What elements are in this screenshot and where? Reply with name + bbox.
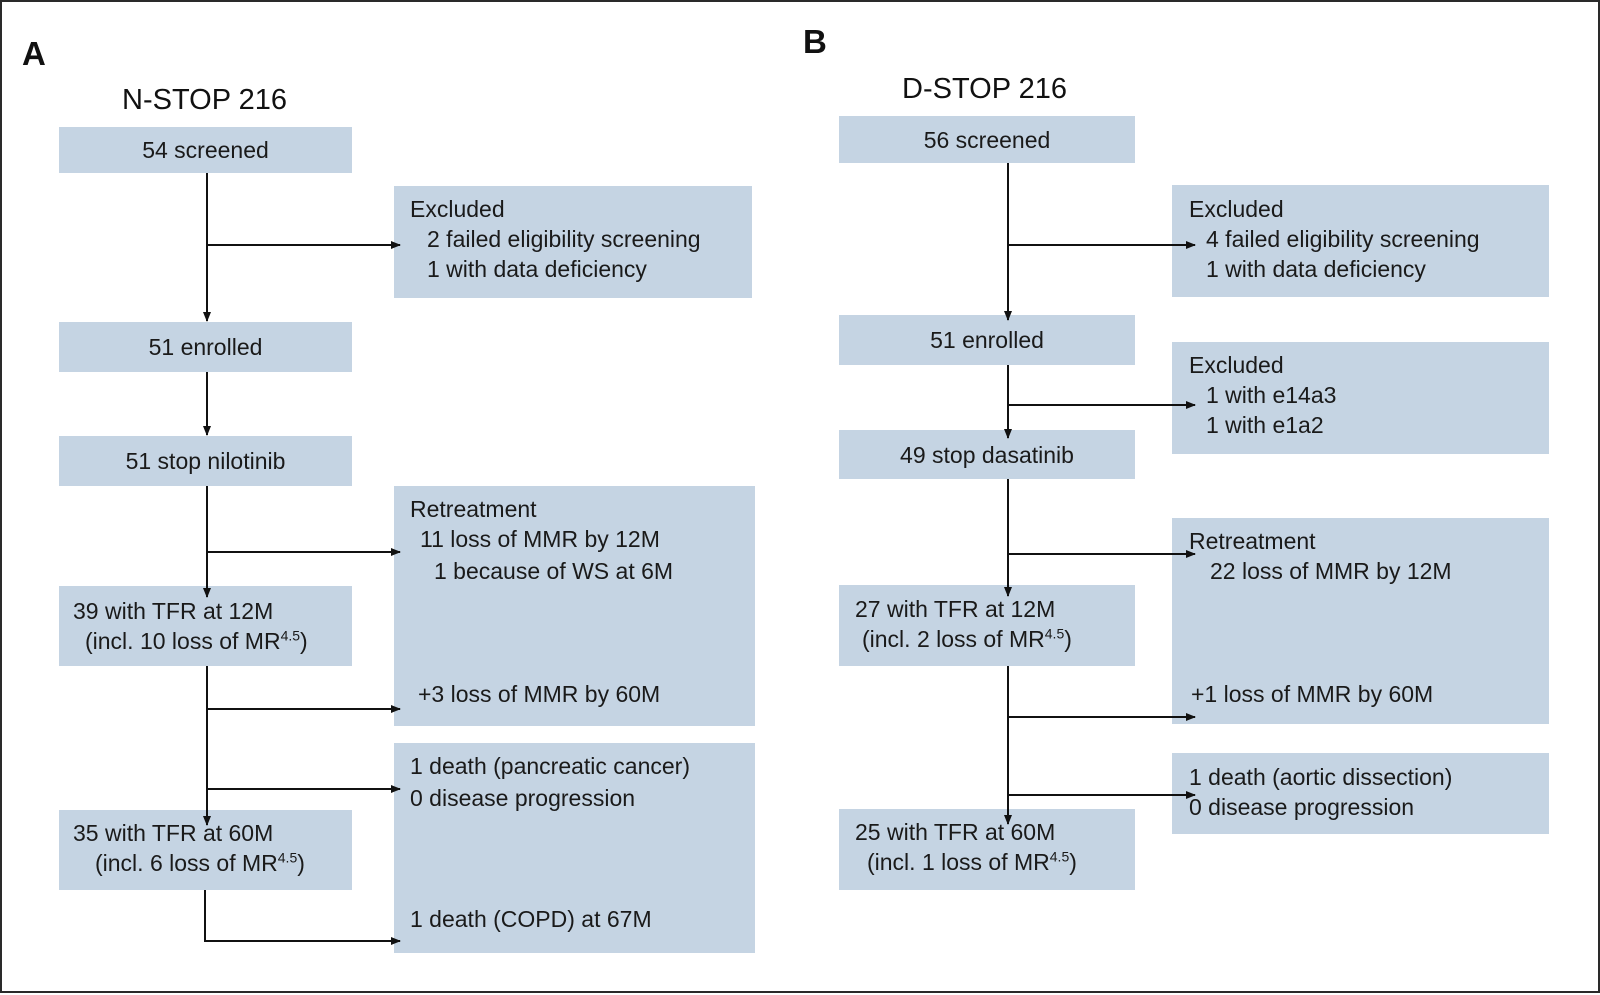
- panel-b-excluded2-line: 1 with e14a3: [1206, 382, 1337, 408]
- panel-a-retreatment-box: Retreatment 11 loss of MMR by 12M 1 beca…: [394, 486, 755, 726]
- panel-b-tfr60-box: 25 with TFR at 60M (incl. 1 loss of MR4.…: [839, 809, 1135, 890]
- panel-b-screened-box: 56 screened: [839, 116, 1135, 163]
- panel-a-excluded-box: Excluded 2 failed eligibility screening …: [394, 186, 752, 298]
- panel-a-tfr60-line2: (incl. 6 loss of MR4.5): [95, 849, 305, 876]
- panel-a-retreatment-later: +3 loss of MMR by 60M: [418, 681, 661, 707]
- panel-a-tfr12-line1: 39 with TFR at 12M: [73, 598, 274, 624]
- panel-b-excluded-heading: Excluded: [1189, 196, 1284, 222]
- panel-b-screened-text: 56 screened: [923, 126, 1051, 153]
- panel-a-screened-box: 54 screened: [59, 127, 352, 173]
- panel-b-excluded-line: 1 with data deficiency: [1206, 256, 1426, 282]
- panel-b-enrolled-box: 51 enrolled: [839, 315, 1135, 365]
- panel-a-retreatment-heading: Retreatment: [410, 496, 537, 522]
- panel-b-enrolled-text: 51 enrolled: [930, 327, 1044, 353]
- panel-b-death-box: 1 death (aortic dissection) 0 disease pr…: [1172, 753, 1549, 834]
- panel-b-tfr60-line2: (incl. 1 loss of MR4.5): [867, 848, 1077, 875]
- panel-b-retreatment-later: +1 loss of MMR by 60M: [1191, 681, 1434, 707]
- panel-b-excluded2-line: 1 with e1a2: [1206, 412, 1324, 438]
- panel-a-enrolled-text: 51 enrolled: [148, 334, 263, 360]
- panel-a-tfr60-box: 35 with TFR at 60M (incl. 6 loss of MR4.…: [59, 810, 352, 890]
- panel-b-excluded2-heading: Excluded: [1189, 352, 1284, 378]
- panel-a-death-box: 1 death (pancreatic cancer) 0 disease pr…: [394, 743, 755, 953]
- panel-b-title: D-STOP 216: [902, 73, 1067, 105]
- panel-a-retreatment-line: 11 loss of MMR by 12M: [420, 526, 660, 552]
- panel-b-death-line: 0 disease progression: [1189, 794, 1415, 820]
- panel-a-arrow-late-death: [204, 890, 401, 945]
- panel-a-tfr60-line1: 35 with TFR at 60M: [73, 820, 274, 846]
- panel-b-excluded-line: 4 failed eligibility screening: [1206, 226, 1480, 252]
- panel-b-excluded2-box: Excluded 1 with e14a3 1 with e1a2: [1172, 342, 1549, 454]
- panel-b-retreatment-box: Retreatment 22 loss of MMR by 12M +1 los…: [1172, 518, 1549, 724]
- panel-a-death-line: 1 death (pancreatic cancer): [410, 753, 690, 779]
- panel-b-tfr12-box: 27 with TFR at 12M (incl. 2 loss of MR4.…: [839, 585, 1135, 666]
- panel-a-tfr12-box: 39 with TFR at 12M (incl. 10 loss of MR4…: [59, 586, 352, 666]
- panel-b-tfr12-line2: (incl. 2 loss of MR4.5): [862, 625, 1072, 652]
- panel-b-retreatment-heading: Retreatment: [1189, 528, 1316, 554]
- panel-a-stop-box: 51 stop nilotinib: [59, 436, 352, 486]
- panel-b-stop-box: 49 stop dasatinib: [839, 430, 1135, 479]
- panel-a-title: N-STOP 216: [122, 84, 287, 116]
- panel-a-enrolled-box: 51 enrolled: [59, 322, 352, 372]
- panel-b-excluded-box: Excluded 4 failed eligibility screening …: [1172, 185, 1549, 297]
- panel-a-retreatment-line: 1 because of WS at 6M: [434, 558, 674, 584]
- panel-b-stop-text: 49 stop dasatinib: [900, 441, 1074, 468]
- panel-b-death-line: 1 death (aortic dissection): [1189, 764, 1453, 790]
- panel-b-letter: B: [803, 23, 827, 60]
- panel-a-tfr12-line2: (incl. 10 loss of MR4.5): [85, 627, 308, 654]
- panel-a-screened-text: 54 screened: [142, 137, 269, 163]
- panel-a-excluded-line: 1 with data deficiency: [427, 256, 647, 282]
- panel-a-death-late: 1 death (COPD) at 67M: [410, 906, 652, 932]
- panel-b-retreatment-line: 22 loss of MMR by 12M: [1210, 558, 1452, 584]
- panel-a-stop-text: 51 stop nilotinib: [125, 448, 286, 474]
- panel-b-tfr60-line1: 25 with TFR at 60M: [855, 819, 1056, 845]
- panel-a-excluded-heading: Excluded: [410, 196, 505, 222]
- panel-a-death-line: 0 disease progression: [410, 785, 636, 811]
- panel-a-letter: A: [22, 35, 46, 72]
- panel-a-excluded-line: 2 failed eligibility screening: [427, 226, 701, 252]
- panel-b-tfr12-line1: 27 with TFR at 12M: [855, 596, 1056, 622]
